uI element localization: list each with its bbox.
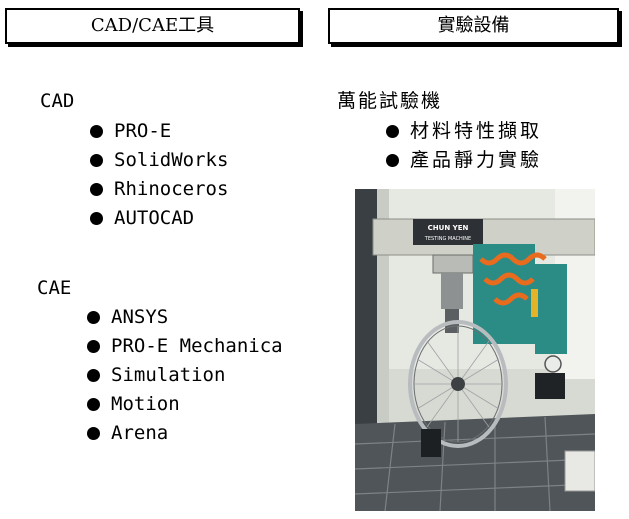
list-item: AUTOCAD bbox=[90, 204, 228, 233]
cae-tool-list: ANSYS PRO-E Mechanica Simulation Motion … bbox=[87, 303, 283, 448]
bullet-icon bbox=[87, 427, 100, 440]
equipment-feature-list: 材料特性擷取 產品靜力實驗 bbox=[386, 117, 542, 175]
bullet-icon bbox=[87, 311, 100, 324]
bullet-icon bbox=[90, 154, 103, 167]
list-item: 產品靜力實驗 bbox=[386, 146, 542, 175]
testing-machine-photo: CHUN YEN TESTING MACHINE bbox=[355, 189, 595, 511]
cad-tool-list: PRO-E SolidWorks Rhinoceros AUTOCAD bbox=[90, 117, 228, 233]
bullet-icon bbox=[90, 212, 103, 225]
list-item: SolidWorks bbox=[90, 146, 228, 175]
bullet-icon bbox=[90, 183, 103, 196]
list-item: Rhinoceros bbox=[90, 175, 228, 204]
bullet-icon bbox=[87, 340, 100, 353]
equipment-heading: 萬能試驗機 bbox=[337, 90, 443, 112]
bullet-icon bbox=[87, 369, 100, 382]
machine-sign-text: CHUN YEN bbox=[428, 224, 469, 232]
list-item: ANSYS bbox=[87, 303, 283, 332]
list-item: Motion bbox=[87, 390, 283, 419]
bullet-icon bbox=[386, 125, 399, 138]
bullet-icon bbox=[386, 154, 399, 167]
lab-equipment-title-box: 實驗設備 bbox=[328, 8, 619, 44]
list-item: 材料特性擷取 bbox=[386, 117, 542, 146]
bullet-icon bbox=[87, 398, 100, 411]
cad-cae-tools-title-box: CAD/CAE工具 bbox=[5, 8, 300, 44]
list-item: Arena bbox=[87, 419, 283, 448]
list-item: PRO-E Mechanica bbox=[87, 332, 283, 361]
cae-heading: CAE bbox=[37, 277, 72, 299]
list-item: PRO-E bbox=[90, 117, 228, 146]
bullet-icon bbox=[90, 125, 103, 138]
list-item: Simulation bbox=[87, 361, 283, 390]
cad-heading: CAD bbox=[40, 90, 75, 112]
machine-sign-subtext: TESTING MACHINE bbox=[424, 236, 471, 242]
